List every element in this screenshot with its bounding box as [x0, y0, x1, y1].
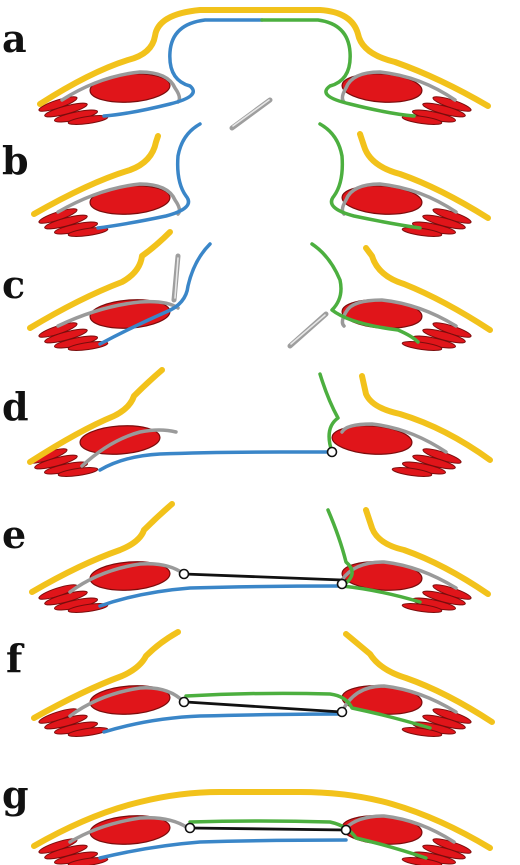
skin-right [343, 631, 495, 725]
suture-line [188, 826, 348, 832]
suture-knot-right [340, 824, 352, 836]
membrane-left [96, 122, 202, 230]
membrane-left [98, 242, 212, 346]
skin-left [27, 367, 165, 465]
suture-line [184, 700, 344, 714]
membrane-right [310, 242, 420, 344]
panel-d: d [2, 367, 493, 479]
membrane-left [98, 450, 334, 472]
suture-line [182, 572, 344, 582]
panel-c-label: c [2, 262, 25, 307]
panel-g: g [2, 772, 493, 865]
panel-f-label: f [6, 636, 25, 681]
skin-right [363, 507, 491, 597]
skin-left [31, 629, 181, 721]
panel-b: b [2, 97, 491, 239]
skin-right [363, 245, 493, 333]
suture-knot-left [184, 822, 196, 834]
suture-knot-right [336, 706, 348, 718]
skin-right [357, 131, 491, 221]
skin-left [29, 501, 175, 595]
membrane-right [326, 508, 354, 588]
panel-e-label: e [2, 512, 26, 557]
panel-g-label: g [2, 772, 29, 817]
membrane-left [98, 838, 348, 860]
membrane-right [188, 819, 428, 860]
fascia-right [340, 70, 457, 104]
suture-knot-right [336, 578, 348, 590]
membrane-left [102, 712, 344, 734]
skin-layer [31, 789, 493, 851]
panel-b-label: b [2, 138, 29, 183]
skin-left [27, 229, 173, 331]
skin-right [359, 373, 493, 463]
panel-a-label: a [2, 16, 27, 61]
membrane-right [318, 372, 340, 454]
skin-layer [37, 7, 491, 109]
fascia-left [60, 70, 182, 104]
suture-knot-left [178, 696, 190, 708]
skin-left [31, 133, 161, 217]
panel-d-label: d [2, 384, 29, 429]
membrane-left [102, 18, 264, 118]
panel-f: f [6, 629, 495, 739]
suture-knot [326, 446, 338, 458]
membrane-left [98, 584, 344, 608]
suture-knot-left [178, 568, 190, 580]
panel-e: e [2, 501, 491, 615]
membrane-right [184, 691, 432, 730]
panel-a: a [2, 7, 491, 127]
membrane-right [260, 18, 416, 118]
panel-c: c [2, 229, 493, 353]
membrane-right [318, 122, 422, 230]
